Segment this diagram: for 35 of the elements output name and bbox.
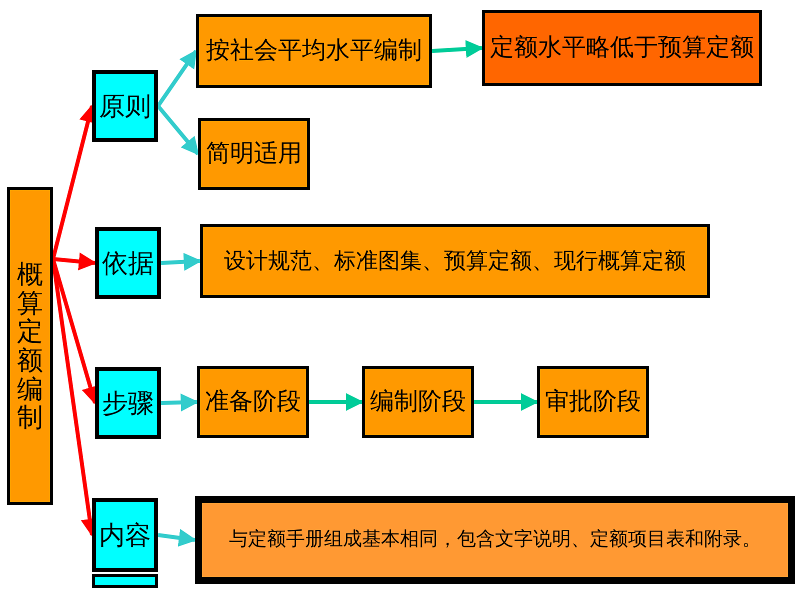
text-box — [362, 366, 474, 438]
arrow — [160, 393, 199, 412]
box-label: 依据 — [102, 246, 154, 280]
text-box — [7, 187, 53, 505]
box-label: 内容 — [99, 518, 151, 552]
arrow — [160, 252, 202, 271]
text-box — [95, 227, 161, 299]
text-box — [198, 118, 310, 190]
box-label: 编制阶段 — [370, 387, 466, 417]
arrow — [309, 393, 364, 411]
arrow — [52, 252, 97, 270]
text-box — [482, 10, 762, 86]
box-label: 准备阶段 — [205, 387, 301, 417]
text-box — [92, 70, 158, 142]
box-label: 原则 — [99, 90, 151, 122]
arrow — [158, 528, 197, 547]
box-label: 概算定额编制 — [17, 260, 43, 432]
box-label: 按社会平均水平编制 — [206, 36, 422, 66]
box-label: 简明适用 — [206, 139, 302, 169]
arrow — [156, 50, 198, 108]
box-label: 步骤 — [102, 386, 154, 420]
arrow — [474, 393, 539, 411]
arrow — [432, 40, 484, 58]
box-label: 定额水平略低于预算定额 — [490, 33, 754, 63]
box-label: 设计规范、标准图集、预算定额、现行概算定额 — [224, 247, 686, 275]
text-box — [196, 14, 432, 88]
text-box — [92, 498, 158, 572]
text-box — [197, 366, 309, 438]
text-box — [200, 224, 710, 298]
text-box — [537, 366, 649, 438]
box-label: 审批阶段 — [545, 387, 641, 417]
arrow — [156, 104, 200, 156]
text-box — [195, 496, 795, 584]
box-label: 与定额手册组成基本相同，包含文字说明、定额项目表和附录。 — [229, 528, 761, 552]
text-box — [95, 367, 161, 439]
